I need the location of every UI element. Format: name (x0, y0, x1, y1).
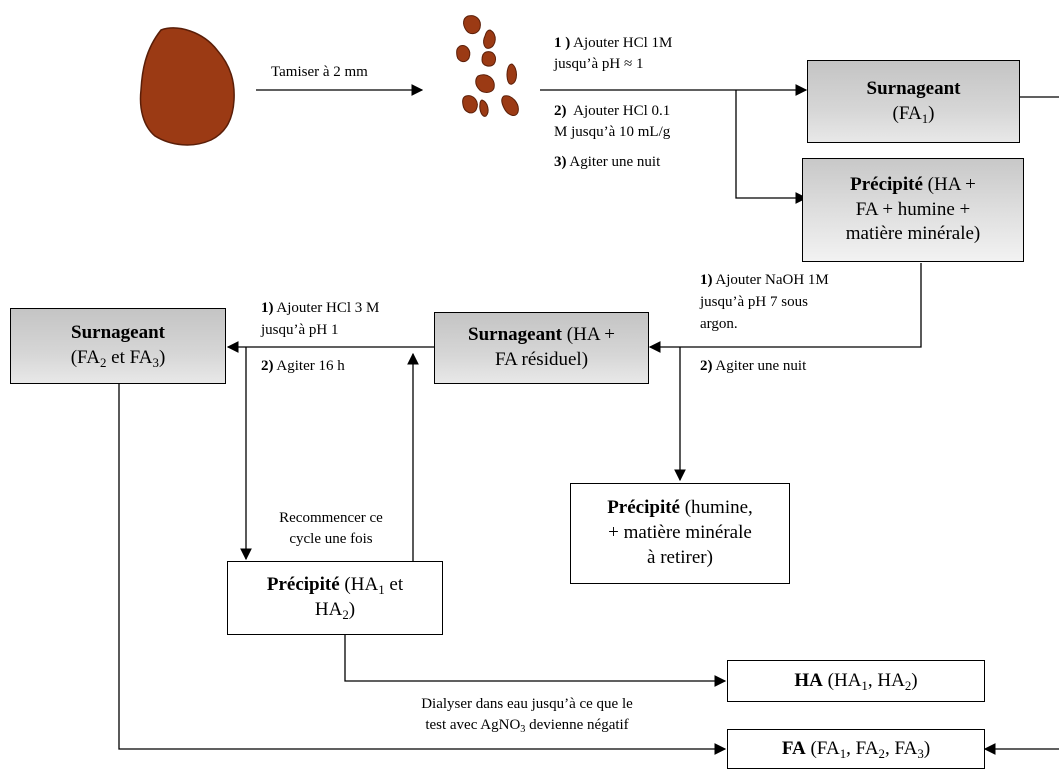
acid-step-3-num: 3) (554, 154, 567, 170)
arrow-to-fa-final (118, 384, 727, 755)
acid-step-1-cont: jusqu’à pH ≈ 1 (554, 56, 644, 72)
surnageant-3-title: Surnageant (71, 322, 165, 344)
arrow-to-surnageant2 (648, 263, 922, 353)
precipite-2-line3: à retirer) (647, 546, 713, 568)
acid-step-2-text: Ajouter HCl 0.1 (566, 103, 671, 119)
base-step-2-text: Agiter une nuit (712, 358, 807, 374)
precipite-2-line2: + matière minérale (608, 522, 752, 544)
precipite-1-line3: matière minérale) (845, 223, 981, 245)
precipite-2-line1: Précipité (humine, (607, 497, 753, 519)
reacid-step-1-num: 1) (261, 300, 274, 316)
reacid-step-1-cont: jusqu’à pH 1 (261, 322, 339, 338)
surnageant-2-box: Surnageant (HA + FA résiduel) (434, 312, 649, 384)
acid-step-1: 1 ) Ajouter HCl 1M (554, 33, 672, 54)
precipite-3-line2: HA2) (314, 599, 356, 622)
acid-step-2: 2) Ajouter HCl 0.1 (554, 101, 670, 122)
precipite-1-box: Précipité (HA + FA + humine + matière mi… (802, 158, 1024, 262)
base-step-1-cont2: argon. (700, 316, 738, 332)
base-step-1: 1) Ajouter NaOH 1M (700, 270, 829, 291)
dialysis-label: Dialyser dans eau jusqu’à ce que le test… (352, 694, 702, 736)
reacid-step-1: 1) Ajouter HCl 3 M (261, 298, 379, 319)
reacid-step-2: 2) Agiter 16 h (261, 356, 345, 377)
dialysis-label-line2: test avec AgNO3 devienne négatif (425, 717, 629, 736)
acid-step-1-num: 1 ) (554, 35, 571, 51)
fa-final-content: FA (FA1, FA2, FA3) (781, 737, 931, 761)
precipite-3-box: Précipité (HA1 et HA2) (227, 561, 443, 635)
sieved-particles-icon (456, 15, 519, 117)
arrow-to-ha-final (344, 635, 727, 687)
precipite-1-line2: FA + humine + (855, 198, 971, 220)
base-step-1-num: 1) (700, 272, 713, 288)
precipite-2-box: Précipité (humine, + matière minérale à … (570, 483, 790, 584)
acid-step-2-num: 2) (554, 103, 567, 119)
surnageant-3-content: (FA2 et FA3) (70, 347, 166, 370)
surnageant-2-line1: Surnageant (HA + (468, 324, 615, 346)
acid-step-1-text: Ajouter HCl 1M (570, 35, 673, 51)
surnageant-3-box: Surnageant (FA2 et FA3) (10, 308, 226, 384)
ha-final-content: HA (HA1, HA2) (794, 669, 918, 693)
reacid-step-2-num: 2) (261, 358, 274, 374)
ha-final-box: HA (HA1, HA2) (727, 660, 985, 702)
cycle-label: Recommencer ce cycle une fois (256, 508, 406, 550)
surnageant-1-box: Surnageant (FA1) (807, 60, 1020, 143)
base-step-1-cont: jusqu’à pH 7 sous (700, 294, 808, 310)
base-step-2: 2) Agiter une nuit (700, 356, 806, 377)
acid-step-3: 3) Agiter une nuit (554, 152, 660, 173)
reacid-step-1-text: Ajouter HCl 3 M (273, 300, 380, 316)
fa-final-box: FA (FA1, FA2, FA3) (727, 729, 985, 769)
acid-step-2-cont: M jusqu’à 10 mL/g (554, 124, 671, 140)
dialysis-label-line1: Dialyser dans eau jusqu’à ce que le (421, 696, 633, 712)
cycle-label-line2: cycle une fois (289, 531, 373, 547)
acid-step-3-text: Agiter une nuit (566, 154, 661, 170)
surnageant-2-line2: FA résiduel) (494, 349, 589, 370)
soil-clod-icon (139, 27, 235, 146)
sieve-label: Tamiser à 2 mm (271, 64, 368, 80)
base-step-1-text: Ajouter NaOH 1M (712, 272, 829, 288)
precipite-3-line1: Précipité (HA1 et (266, 574, 404, 598)
precipite-1-line1: Précipité (HA + (850, 173, 976, 195)
arrow-to-precipite1 (735, 90, 808, 204)
surnageant-1-content: (FA1) (892, 102, 935, 126)
base-step-2-num: 2) (700, 358, 713, 374)
cycle-label-line1: Recommencer ce (279, 510, 383, 526)
reacid-step-2-text: Agiter 16 h (273, 358, 345, 374)
surnageant-1-title: Surnageant (866, 77, 961, 99)
